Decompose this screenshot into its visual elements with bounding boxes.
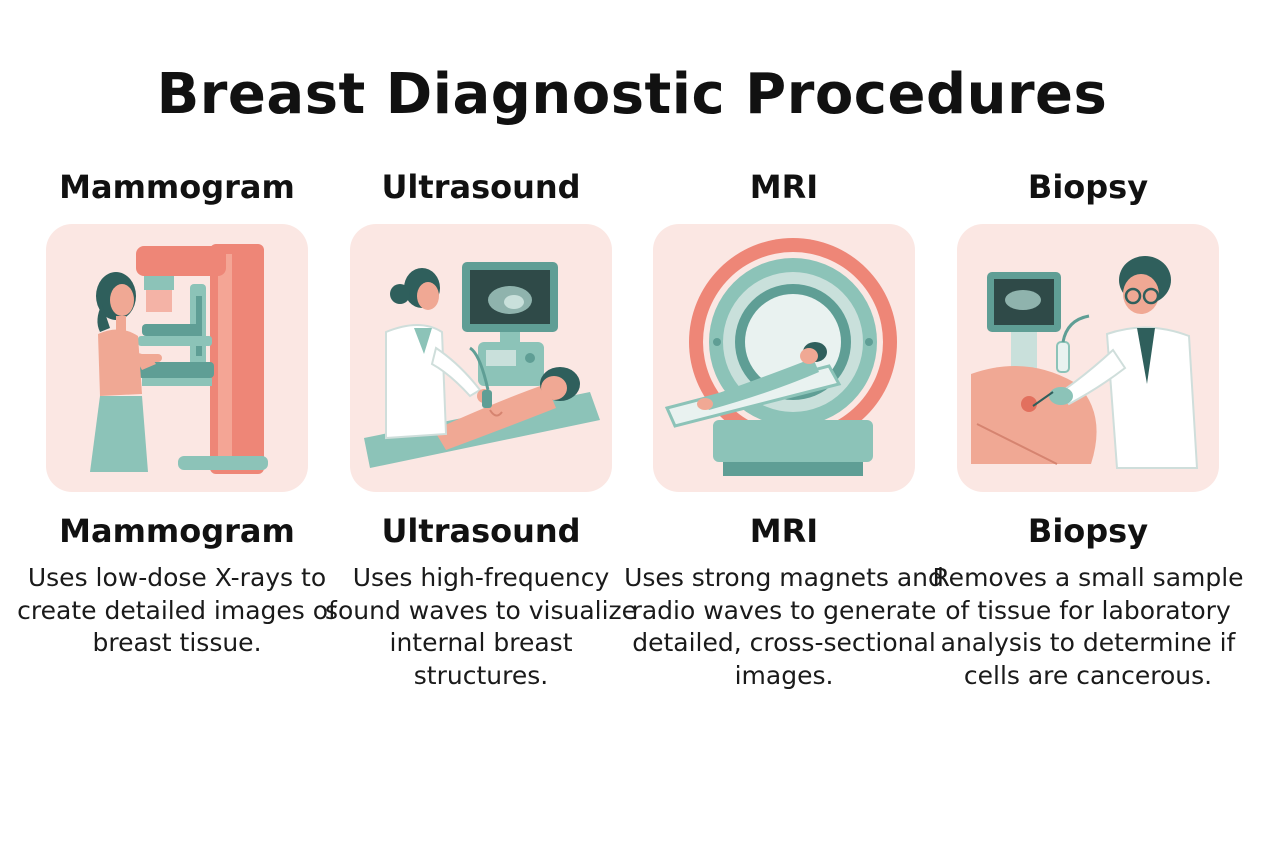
procedure-heading-top: Biopsy (1027, 168, 1149, 206)
ultrasound-exam-illustration (350, 224, 612, 492)
procedure-heading-top: Mammogram (59, 168, 295, 206)
procedure-heading: Biopsy (1027, 512, 1149, 550)
procedure-column-mri: MRI MRI Uses strong magnets and radio wa (624, 0, 944, 848)
procedure-heading-top: Ultrasound (381, 168, 581, 206)
procedure-column-biopsy: Biopsy Biopsy Removes a sm (932, 0, 1243, 848)
procedure-heading: Ultrasound (381, 512, 581, 550)
procedure-heading: Mammogram (59, 512, 295, 550)
procedure-description: Uses low-dose X-rays to create detailed … (17, 563, 337, 657)
procedure-column-ultrasound: Ultrasound (325, 0, 637, 848)
procedure-description: Removes a small sample of tissue for lab… (932, 563, 1244, 690)
procedure-column-mammogram: Mammogram (17, 0, 337, 848)
procedure-heading-top: MRI (749, 168, 819, 206)
procedure-description: Uses strong magnets and radio waves to g… (624, 563, 944, 690)
procedure-description: Uses high-frequency sound waves to visua… (324, 563, 638, 690)
mammography-machine-illustration (46, 224, 308, 492)
page-title: Breast Diagnostic Procedures (156, 62, 1108, 127)
procedure-heading: MRI (749, 512, 819, 550)
mri-scanner-illustration (653, 224, 915, 492)
biopsy-procedure-illustration (957, 224, 1219, 492)
